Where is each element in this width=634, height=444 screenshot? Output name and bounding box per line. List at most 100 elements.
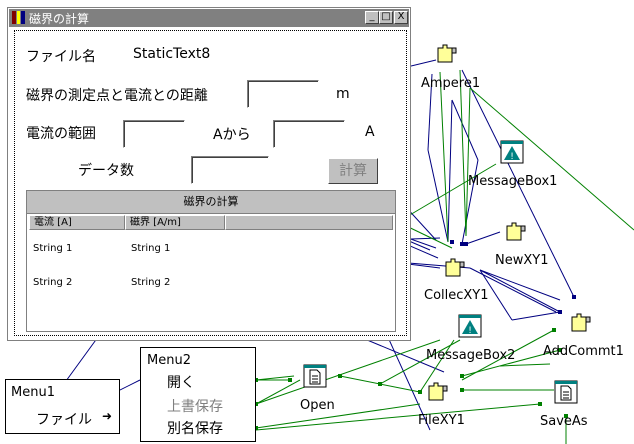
range-label: 電流の範囲 xyxy=(26,126,96,142)
document-icon[interactable] xyxy=(303,364,327,388)
wire-line xyxy=(461,69,575,298)
wire-line xyxy=(447,99,453,243)
range-from-label: Aから xyxy=(213,127,251,143)
menu2-item-open[interactable]: 開く xyxy=(167,375,195,391)
maximize-button[interactable]: □ xyxy=(379,11,393,24)
grid-cell[interactable]: String 2 xyxy=(33,277,73,288)
wire-node xyxy=(464,242,468,246)
warning-icon[interactable]: ! xyxy=(458,314,482,338)
range-unit: A xyxy=(365,124,375,140)
wire-node xyxy=(418,390,422,394)
component-label-saveas: SaveAs xyxy=(540,414,588,429)
wire-node xyxy=(572,295,576,299)
component-label-messagebox2: MessageBox2 xyxy=(426,348,516,363)
wire-line xyxy=(511,311,561,321)
wire-node xyxy=(558,348,562,352)
window-title: 磁界の計算 xyxy=(29,12,90,26)
wire-line xyxy=(427,73,433,151)
wire-line xyxy=(427,149,449,243)
wire-node xyxy=(460,242,464,246)
menu1-title: Menu1 xyxy=(11,385,55,400)
menu2-title: Menu2 xyxy=(147,353,191,368)
grid-cell[interactable]: String 2 xyxy=(131,277,171,288)
calculate-button[interactable]: 計算 xyxy=(328,158,378,184)
wire-line xyxy=(379,339,461,385)
count-label: データ数 xyxy=(78,163,134,179)
wire-line xyxy=(469,267,557,313)
wire-node xyxy=(338,374,342,378)
wire-line xyxy=(479,269,561,313)
wire-line xyxy=(255,403,421,429)
column-header-empty xyxy=(225,215,393,230)
wire-node xyxy=(288,378,292,382)
app-window: 磁界の計算 _ □ X ファイル名 StaticText8 磁界の測定点と電流と… xyxy=(7,7,411,341)
wire-line xyxy=(465,231,501,245)
wire-node xyxy=(254,402,258,406)
wire-line xyxy=(479,269,561,301)
document-icon[interactable] xyxy=(554,380,578,404)
wire-line xyxy=(461,159,479,245)
puzzle-icon[interactable] xyxy=(436,42,460,66)
count-input[interactable] xyxy=(191,156,269,184)
wire-line xyxy=(439,71,449,243)
column-header-field[interactable]: 磁界 [A/m] xyxy=(125,215,225,230)
wire-line xyxy=(255,339,441,405)
form-design-area xyxy=(14,30,407,336)
component-label-newxy1: NewXY1 xyxy=(495,253,549,268)
grid-cell[interactable]: String 1 xyxy=(131,243,171,254)
file-value: StaticText8 xyxy=(133,46,211,62)
wire-line xyxy=(255,375,295,381)
file-label: ファイル名 xyxy=(26,49,96,65)
range-end-input[interactable] xyxy=(273,120,345,148)
component-label-addcommt1: AddCommt1 xyxy=(543,344,624,359)
component-label-ampere1: Ampere1 xyxy=(421,76,481,91)
wire-node xyxy=(460,374,464,378)
submenu-arrow-icon: ➜ xyxy=(102,409,113,423)
wire-node xyxy=(254,426,258,430)
wire-line xyxy=(419,339,455,393)
wire-node xyxy=(564,414,568,418)
component-label-collecxy1: CollecXY1 xyxy=(424,288,489,303)
menu2-item-save[interactable]: 上書保存 xyxy=(167,399,223,415)
wire-line xyxy=(459,69,467,237)
app-icon xyxy=(12,11,25,24)
range-start-input[interactable] xyxy=(123,120,185,148)
component-label-open: Open xyxy=(300,398,335,413)
puzzle-icon[interactable] xyxy=(444,256,468,280)
distance-label: 磁界の測定点と電流との距離 xyxy=(26,88,208,104)
wire-node xyxy=(552,328,556,332)
warning-icon[interactable]: ! xyxy=(500,140,524,164)
wire-line xyxy=(479,269,513,321)
menu2-component[interactable]: Menu2 開く 上書保存 別名保存 xyxy=(140,347,256,442)
title-bar[interactable]: 磁界の計算 _ □ X xyxy=(9,9,409,27)
wire-node xyxy=(254,378,258,382)
distance-input[interactable] xyxy=(247,80,319,108)
puzzle-icon[interactable] xyxy=(505,220,529,244)
menu1-component[interactable]: Menu1 ファイル ➜ xyxy=(5,379,120,434)
minimize-button[interactable]: _ xyxy=(365,11,379,24)
svg-text:!: ! xyxy=(510,152,514,162)
puzzle-icon[interactable] xyxy=(427,380,451,404)
close-button[interactable]: X xyxy=(394,11,408,24)
wire-line xyxy=(255,403,541,431)
wire-node xyxy=(450,240,454,244)
component-label-filexy1: FileXY1 xyxy=(418,413,465,428)
wire-node xyxy=(460,388,464,392)
grid-cell[interactable]: String 1 xyxy=(33,243,73,254)
result-grid[interactable]: 磁界の計算 電流 [A] 磁界 [A/m] String 1 String 1 … xyxy=(26,190,396,332)
menu2-item-saveas[interactable]: 別名保存 xyxy=(167,421,223,437)
wire-line xyxy=(499,363,551,367)
wire-node xyxy=(558,310,562,314)
menu1-item-file[interactable]: ファイル xyxy=(36,412,92,428)
wire-line xyxy=(65,336,99,382)
wire-line xyxy=(255,379,301,405)
grid-title: 磁界の計算 xyxy=(27,191,395,214)
wire-line xyxy=(397,163,497,223)
wire-line xyxy=(461,329,555,381)
component-label-messagebox1: MessageBox1 xyxy=(468,174,558,189)
column-header-current[interactable]: 電流 [A] xyxy=(29,215,125,230)
wire-line xyxy=(451,99,479,161)
svg-text:!: ! xyxy=(468,326,472,336)
wire-node xyxy=(378,382,382,386)
puzzle-icon[interactable] xyxy=(570,311,594,335)
